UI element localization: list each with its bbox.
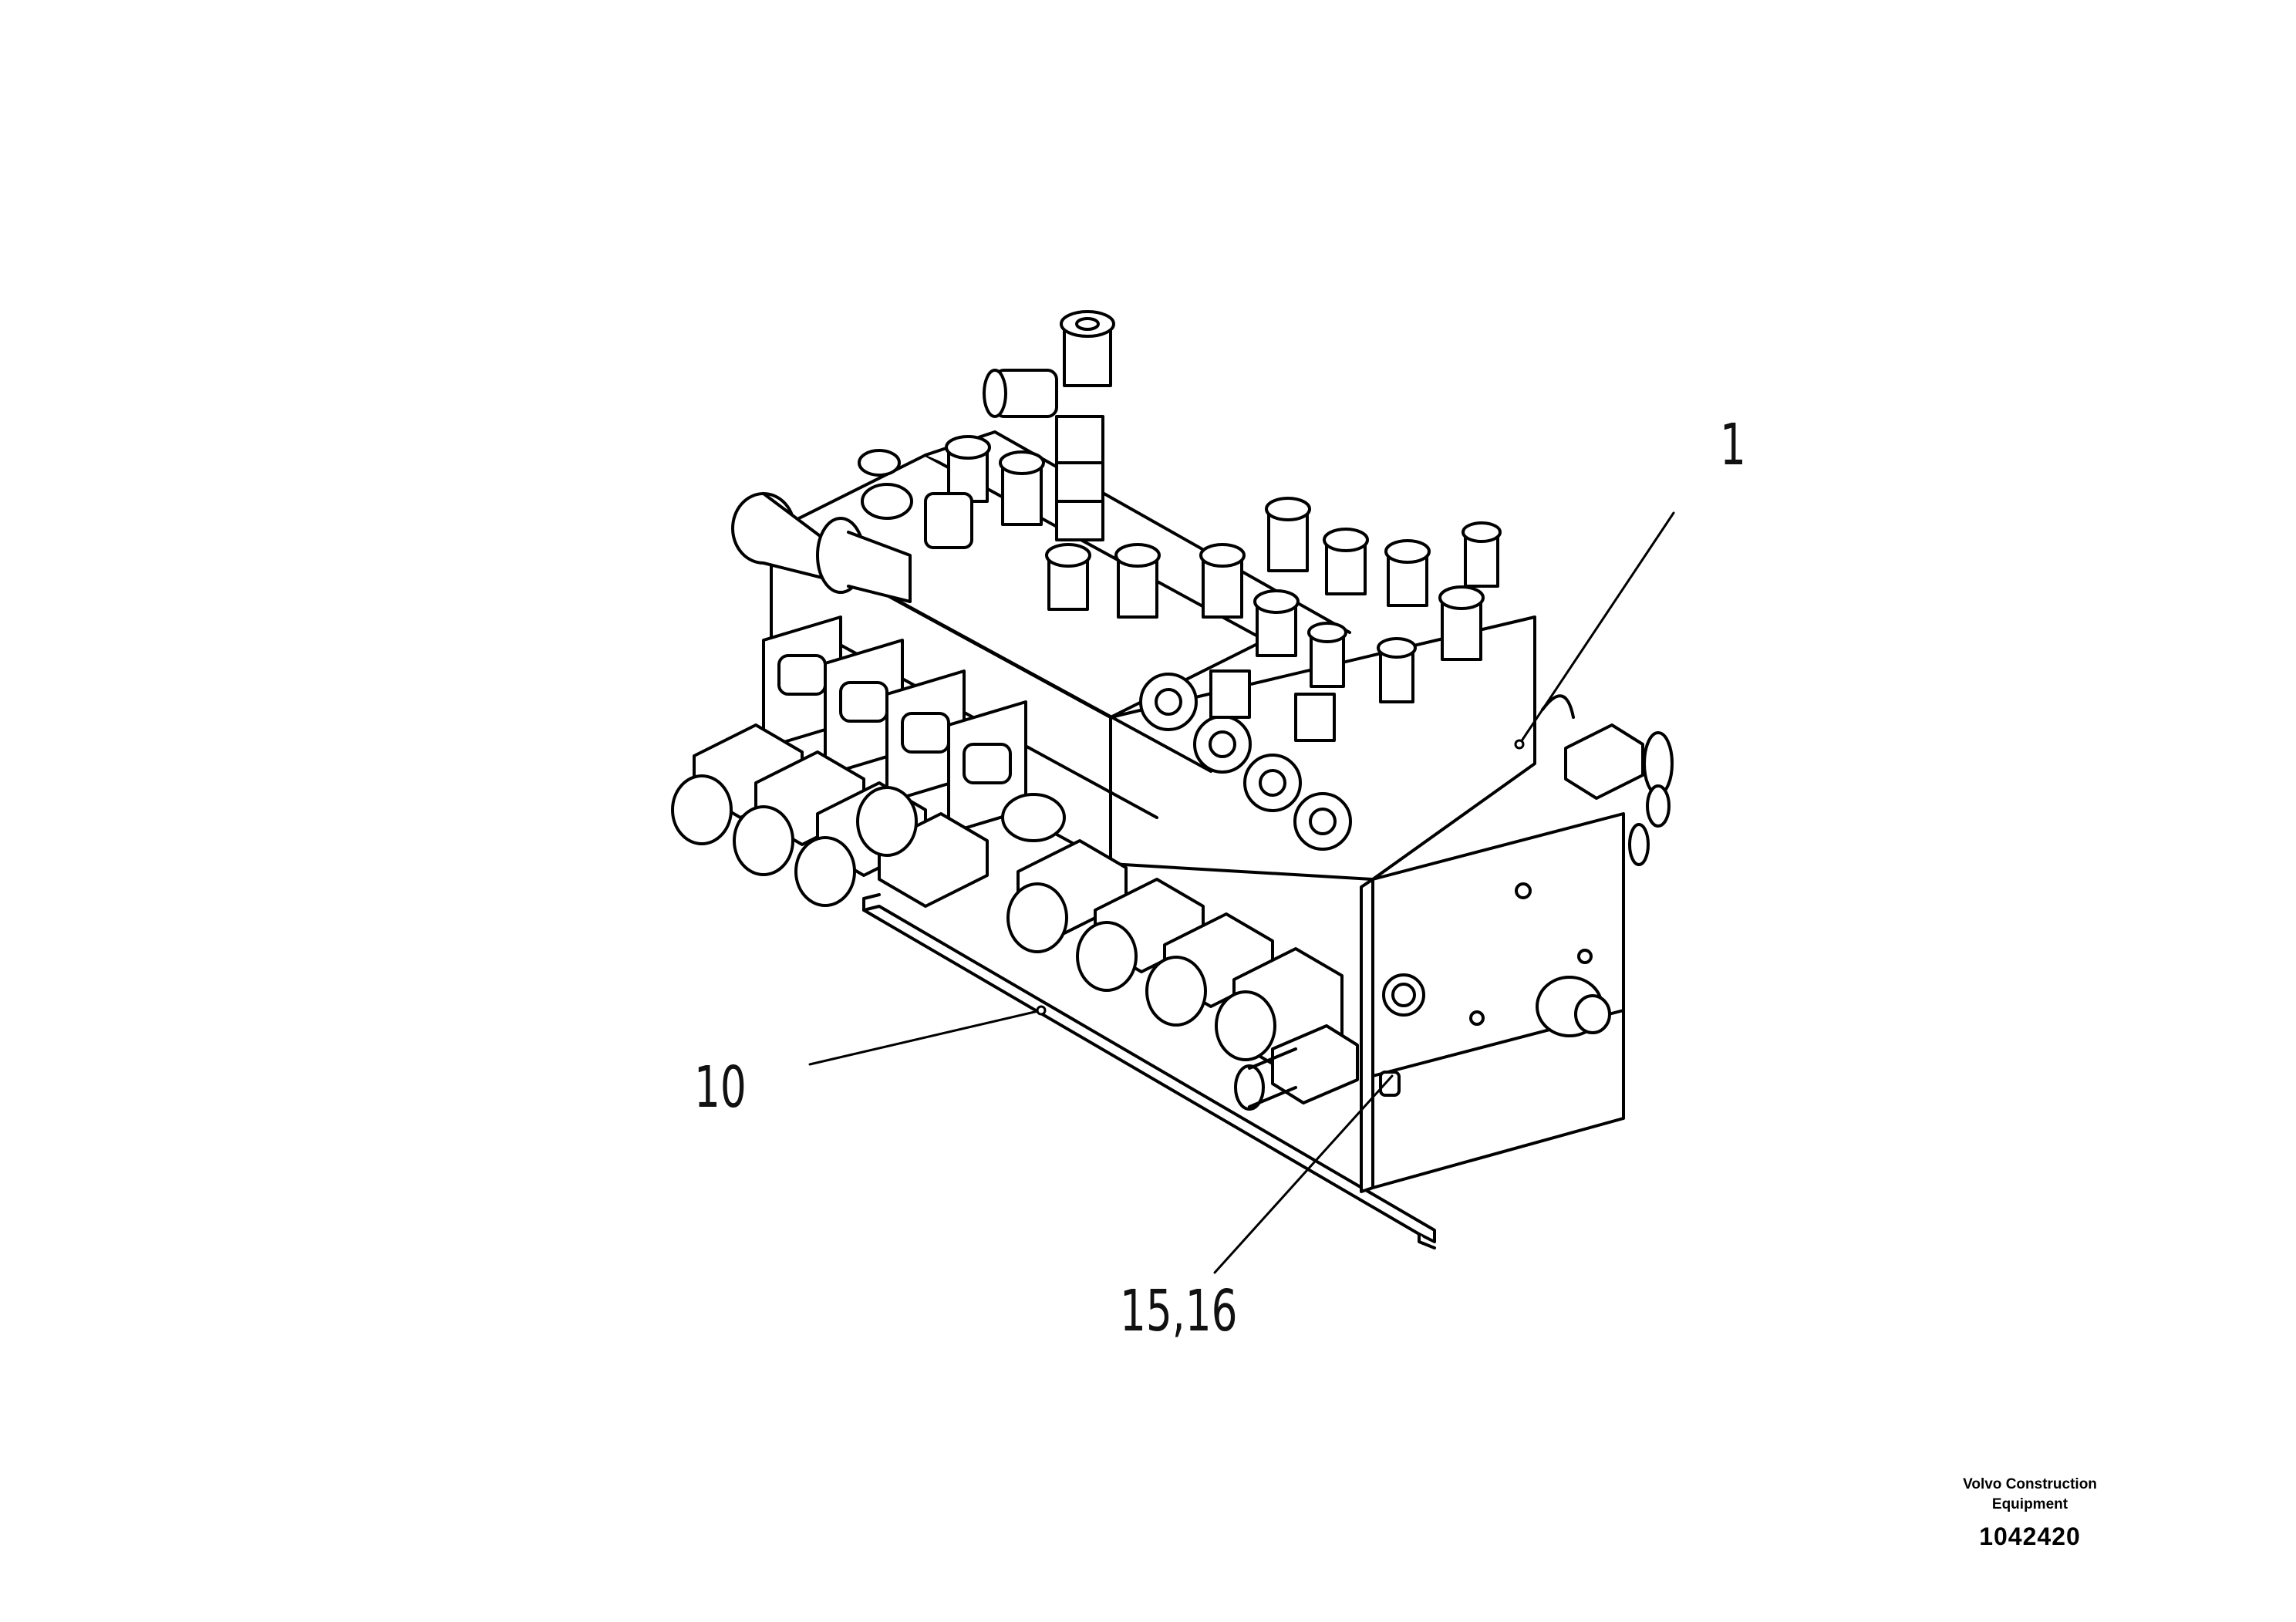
base-plate: [862, 893, 1436, 1249]
brand-line-1: Volvo Construction: [1963, 1476, 2097, 1492]
bottom-fittings: [1234, 1024, 1401, 1111]
leader-lines: [808, 511, 1675, 1274]
callout-15-16: 15,16: [1120, 1278, 1238, 1344]
callout-10: 10: [694, 1054, 747, 1121]
solenoid-coils-upper: [762, 615, 1027, 835]
solenoid-caps-centre: [1001, 793, 1344, 1070]
tee-fitting: [983, 310, 1115, 541]
elbow-fitting: [731, 449, 973, 603]
solenoid-caps-left: [671, 723, 989, 908]
brand-line-2: Equipment: [1991, 1496, 2068, 1512]
side-fittings: [1541, 694, 1674, 866]
hose-fittings: [945, 435, 1502, 742]
hex-socket-plugs: [1139, 673, 1352, 851]
brand-block: Volvo Construction Equipment 1042420: [1907, 1475, 2153, 1551]
callout-1: 1: [1720, 412, 1746, 478]
drawing-number: 1042420: [1979, 1523, 2081, 1550]
end-block: [1360, 812, 1625, 1193]
